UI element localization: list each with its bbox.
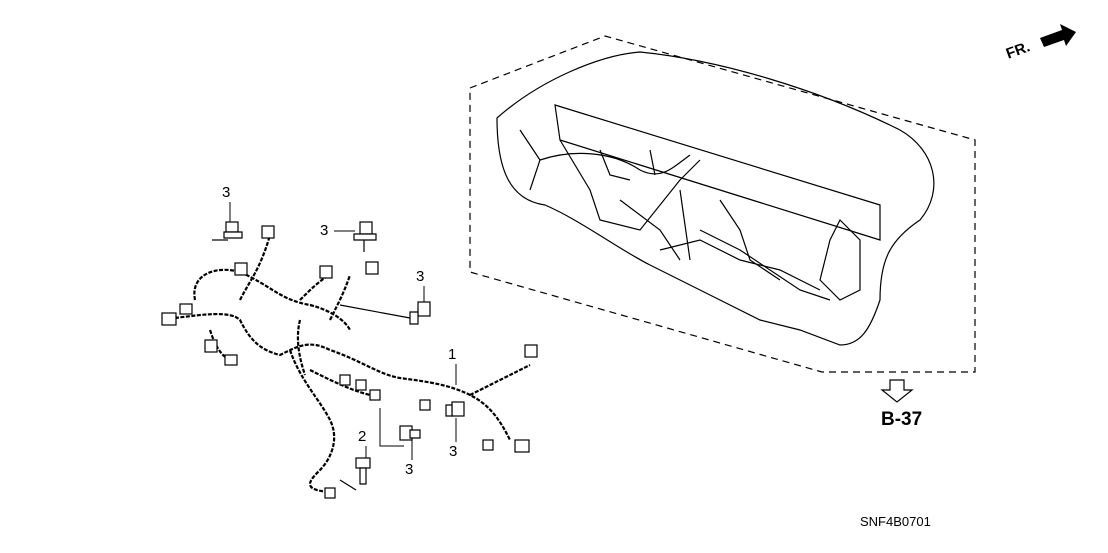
dashboard-boundary [469,35,976,373]
bolts [212,221,465,491]
wire-harness [174,234,531,494]
diagram-code: SNF4B0701 [860,514,931,529]
callout-3-bolt: 3 [405,461,414,478]
connectors [161,225,538,499]
front-direction-arrow-icon [1040,24,1076,47]
callout-2-bolt: 2 [358,428,367,445]
callout-3-bolt: 3 [222,184,231,201]
callout-3-bolt: 3 [416,268,425,285]
callout-3-bolt: 3 [320,222,329,239]
callout-3-bolt: 3 [449,443,458,460]
leader-lines [229,202,457,460]
bolt-icon [445,401,465,417]
bolt-icon [353,221,377,252]
dashboard-assembly [496,51,935,346]
bolt-icon [339,457,371,491]
bolt-icon [399,425,421,441]
bolt-icon [339,301,431,325]
callout-1-harness: 1 [448,346,457,363]
reference-link-b37[interactable]: B-37 [881,409,923,430]
bolt-icon [212,221,243,241]
reference-arrow-icon [880,379,914,403]
